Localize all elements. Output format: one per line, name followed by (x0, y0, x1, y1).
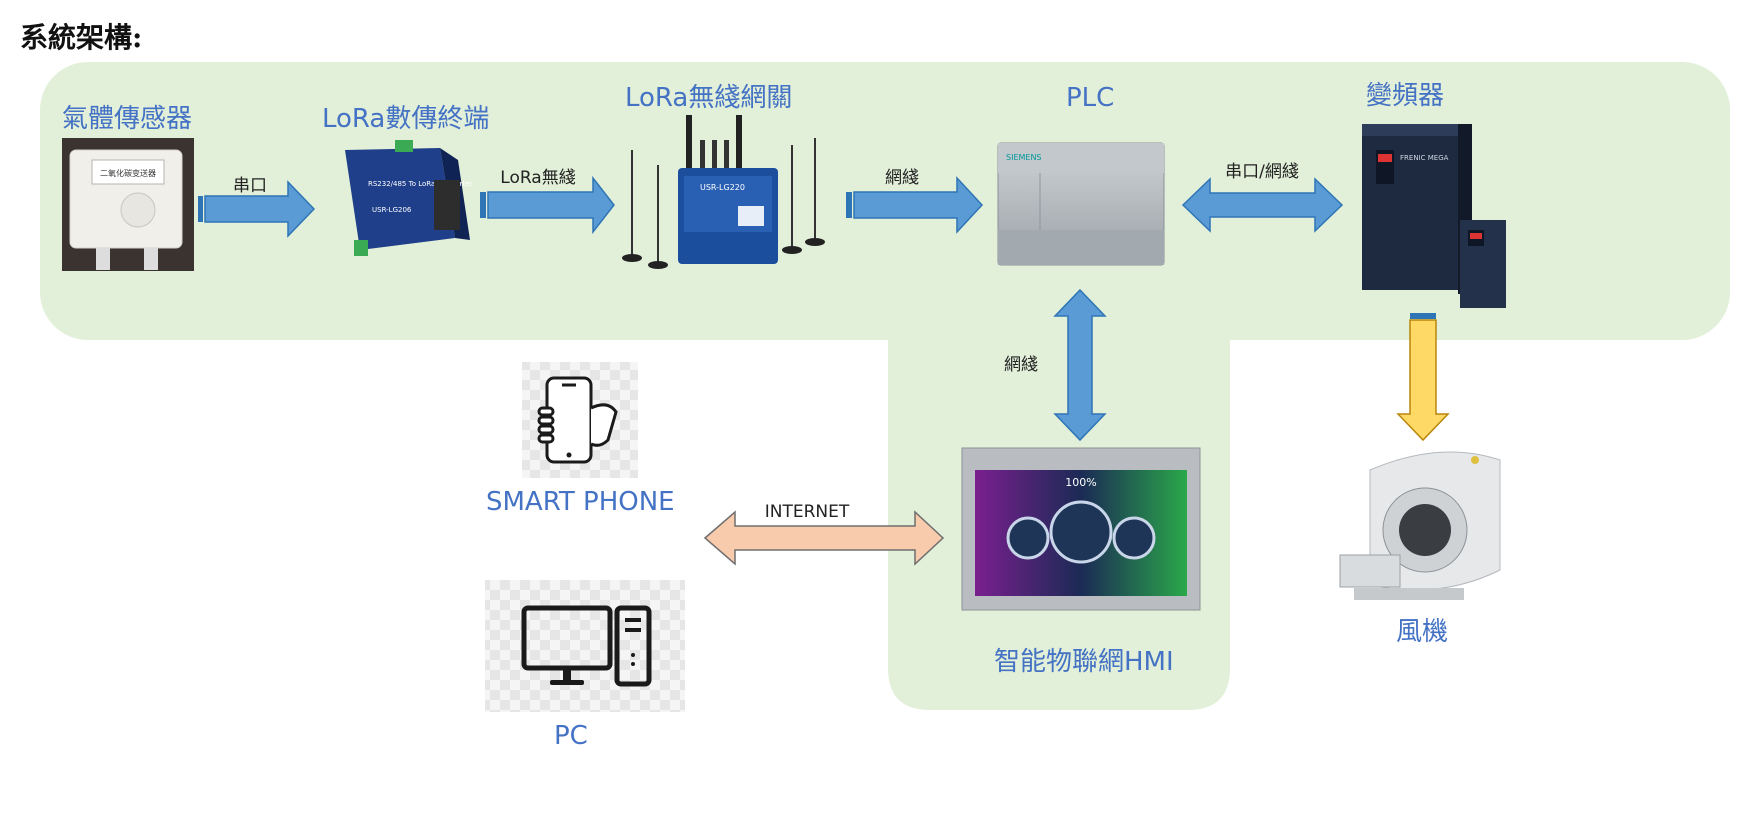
lora-gateway-label: LoRa無綫網關 (625, 83, 792, 113)
link-label-terminal-gateway: LoRa無綫 (500, 168, 575, 188)
smart-phone-label: SMART PHONE (486, 487, 675, 517)
arrow-plc-inverter: 串口/網綫 (1181, 162, 1344, 233)
plc-label: PLC (1066, 83, 1114, 113)
link-label-internet: INTERNET (765, 502, 850, 522)
pc-icon (485, 580, 685, 712)
lora-terminal-label: LoRa數傳終端 (322, 104, 489, 134)
background-panels (40, 62, 1730, 710)
link-label-plc-inverter: 串口/網綫 (1225, 162, 1299, 182)
plc-image: SIEMENS (997, 142, 1165, 266)
lora-gateway-image: USR-LG220 (622, 115, 825, 269)
arrow-gateway-to-plc: 網綫 (846, 168, 984, 234)
gas-sensor-image: 二氧化碳变送器 (62, 138, 194, 271)
hmi-screen-reading: 100% (1065, 476, 1096, 489)
fan-label: 風機 (1396, 617, 1448, 647)
smart-phone-icon (522, 362, 638, 478)
inverter-image: FRENIC MEGA (1362, 124, 1506, 308)
plc-brand-text: SIEMENS (1006, 153, 1042, 162)
link-label-plc-hmi: 網綫 (1004, 355, 1038, 375)
sensor-device-text: 二氧化碳变送器 (100, 168, 156, 178)
arrow-terminal-to-gateway: LoRa無綫 (480, 168, 615, 235)
arrow-internet: INTERNET (703, 502, 945, 566)
fan-image (1339, 451, 1501, 600)
arrow-sensor-to-terminal: 串口 (198, 176, 316, 238)
gas-sensor-label: 氣體傳感器 (62, 104, 192, 134)
arrows: 串口 LoRa無綫 網綫 串口/網綫 網綫 (198, 162, 1450, 566)
hmi-label: 智能物聯網HMI (994, 647, 1174, 677)
link-label-sensor-terminal: 串口 (233, 176, 267, 196)
terminal-model-text: USR-LG206 (372, 206, 412, 214)
page-title: 系統架構: (20, 21, 143, 54)
gateway-model-text: USR-LG220 (700, 183, 745, 192)
terminal-device-text: RS232/485 To LoRa Converter (368, 180, 472, 188)
pc-label: PC (554, 721, 588, 751)
link-label-gateway-plc: 網綫 (885, 168, 919, 188)
lora-terminal-image: RS232/485 To LoRa Converter USR-LG206 (345, 140, 472, 256)
inverter-label: 變頻器 (1366, 81, 1444, 111)
hmi-image: 100% (961, 447, 1201, 611)
arrow-plc-hmi: 網綫 (1004, 288, 1107, 442)
arrow-inverter-to-fan (1396, 313, 1450, 442)
inverter-brand-text: FRENIC MEGA (1400, 154, 1449, 162)
